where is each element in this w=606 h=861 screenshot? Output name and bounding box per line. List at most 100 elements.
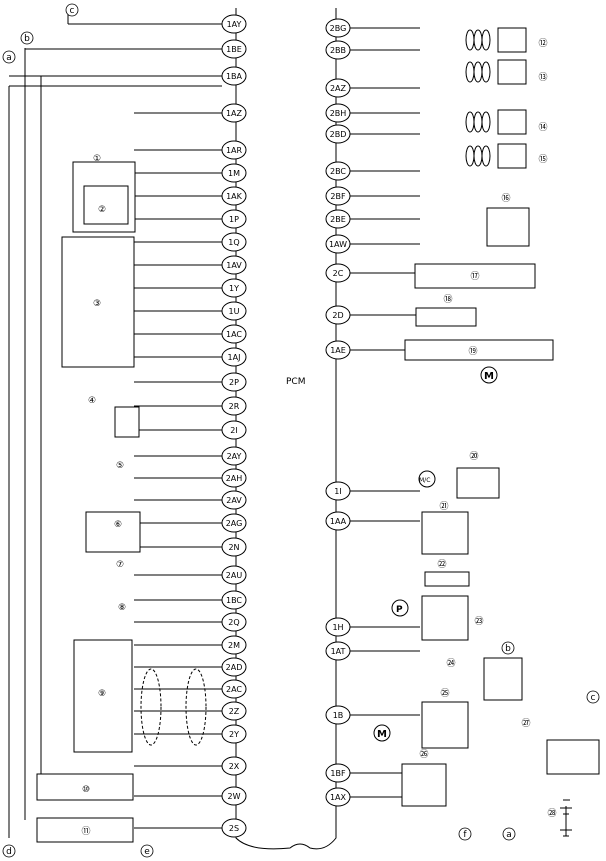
callout-21: ㉑ xyxy=(439,501,448,512)
pcm-pin-1az: 1AZ xyxy=(221,103,247,123)
p-symbol: P xyxy=(391,599,409,617)
pcm-pin-1aj: 1AJ xyxy=(221,347,247,367)
callout-26: ㉖ xyxy=(419,749,428,760)
pin-label: 2AV xyxy=(226,496,242,505)
callout-13: ⑬ xyxy=(538,72,547,83)
component-10-box xyxy=(36,773,134,801)
pcm-pin-1b: 1B xyxy=(325,705,351,725)
callout-3: ③ xyxy=(93,299,101,309)
pcm-pin-1h: 1H xyxy=(325,617,351,637)
pcm-pin-1bc: 1BC xyxy=(221,590,247,610)
callout-6: ⑥ xyxy=(114,520,122,530)
svg-text:⑳: ⑳ xyxy=(469,451,478,462)
pin-label: 1AW xyxy=(329,240,347,249)
pcm-pin-2ah: 2AH xyxy=(221,468,247,488)
callout-27: ㉗ xyxy=(521,718,530,729)
pcm-pin-2bh: 2BH xyxy=(325,103,351,123)
svg-text:⑭: ⑭ xyxy=(538,122,547,133)
component-26-box xyxy=(401,763,447,807)
callout-18: ⑱ xyxy=(443,294,452,305)
component-20-box xyxy=(456,467,500,499)
pin-label: 1AY xyxy=(227,20,242,29)
pin-label: 2AY xyxy=(227,452,242,461)
pcm-pin-2s: 2S xyxy=(221,818,247,838)
pcm-pin-1ax: 1AX xyxy=(325,787,351,807)
pcm-pin-1bf: 1BF xyxy=(325,763,351,783)
pcm-pin-2x: 2X xyxy=(221,756,247,776)
pin-label: 2BH xyxy=(330,109,347,118)
pcm-pin-1ba: 1BA xyxy=(221,66,247,86)
connector-letter-b: b xyxy=(501,641,515,655)
pcm-pin-2i: 2I xyxy=(221,420,247,440)
callout-1: ① xyxy=(93,154,101,164)
pcm-label: PCM xyxy=(286,377,305,387)
callout-17: ⑰ xyxy=(470,271,479,282)
pcm-pin-2p: 2P xyxy=(221,372,247,392)
connector-letter-b: b xyxy=(20,31,34,45)
pin-label: 2Z xyxy=(229,707,240,716)
pcm-pin-2ay: 2AY xyxy=(221,446,247,466)
svg-text:b: b xyxy=(505,644,511,654)
pcm-pin-2bd: 2BD xyxy=(325,124,351,144)
callout-22: ㉒ xyxy=(437,559,446,570)
svg-text:㉒: ㉒ xyxy=(437,559,446,570)
callout-5: ⑤ xyxy=(116,461,124,471)
svg-text:㉘: ㉘ xyxy=(547,808,556,819)
pin-label: 2AU xyxy=(226,571,243,580)
pin-label: 1BE xyxy=(226,45,242,54)
pcm-pin-1aa: 1AA xyxy=(325,511,351,531)
pin-label: 1AR xyxy=(226,146,243,155)
callout-16: ⑯ xyxy=(501,193,510,204)
pin-label: 2AD xyxy=(226,663,243,672)
pcm-pin-1q: 1Q xyxy=(221,232,247,252)
component-23-box xyxy=(421,595,469,641)
component-27-box xyxy=(546,739,600,775)
motor-19-symbol: M xyxy=(480,366,498,384)
component-6-box xyxy=(85,511,141,553)
svg-text:⑱: ⑱ xyxy=(443,294,452,305)
svg-text:⑬: ⑬ xyxy=(538,72,547,83)
pin-label: 2N xyxy=(228,543,239,552)
pcm-pin-1u: 1U xyxy=(221,301,247,321)
svg-text:㉓: ㉓ xyxy=(474,616,483,627)
pin-label: 2AZ xyxy=(330,84,347,93)
pcm-pin-2au: 2AU xyxy=(221,565,247,585)
svg-text:㉗: ㉗ xyxy=(521,718,530,729)
connector-letter-f: f xyxy=(458,827,472,841)
pcm-pin-2c: 2C xyxy=(325,263,351,283)
svg-text:⑪: ⑪ xyxy=(81,826,90,837)
callout-8: ⑧ xyxy=(118,603,126,613)
pcm-pin-1ae: 1AE xyxy=(325,340,351,360)
pcm-box xyxy=(235,8,337,850)
svg-text:㉑: ㉑ xyxy=(439,501,448,512)
pcm-pin-1be: 1BE xyxy=(221,39,247,59)
component-25-box xyxy=(421,701,469,749)
component-11-box xyxy=(36,817,134,843)
pin-label: 1H xyxy=(332,623,343,632)
svg-text:⑲: ⑲ xyxy=(468,346,477,357)
pin-label: 1AV xyxy=(226,261,242,270)
pin-label: 2Q xyxy=(228,618,239,627)
svg-text:④: ④ xyxy=(88,396,96,406)
pcm-pin-2r: 2R xyxy=(221,396,247,416)
svg-text:c: c xyxy=(591,693,596,703)
callout-14: ⑭ xyxy=(538,122,547,133)
callout-7: ⑦ xyxy=(116,560,124,570)
pin-label: 1AA xyxy=(330,517,347,526)
svg-text:㉖: ㉖ xyxy=(419,749,428,760)
pin-label: 1BF xyxy=(330,769,346,778)
pcm-pin-1ar: 1AR xyxy=(221,140,247,160)
pcm-pin-1ak: 1AK xyxy=(221,186,247,206)
connector-letter-c: c xyxy=(65,3,79,17)
pin-label: 2I xyxy=(230,426,237,435)
pcm-pin-2q: 2Q xyxy=(221,612,247,632)
pcm-pin-1m: 1M xyxy=(221,163,247,183)
component-17-box xyxy=(414,263,536,289)
pin-label: 2W xyxy=(228,792,241,801)
pin-label: 2BB xyxy=(330,46,346,55)
svg-text:⑨: ⑨ xyxy=(98,689,106,699)
pin-label: 2X xyxy=(229,762,240,771)
pin-label: 2BC xyxy=(330,167,346,176)
pcm-pin-2bc: 2BC xyxy=(325,161,351,181)
